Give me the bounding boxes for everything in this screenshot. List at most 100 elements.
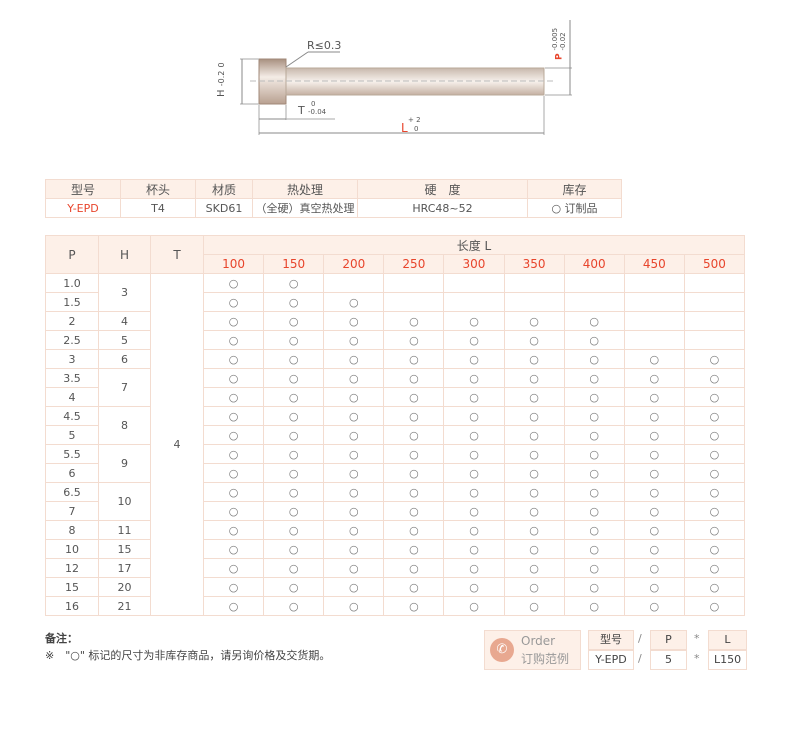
availability-mark: ○ <box>323 349 385 369</box>
availability-mark: ○ <box>323 311 385 331</box>
availability-mark: ○ <box>623 444 685 464</box>
header-p: P <box>45 235 99 274</box>
cell-h: 21 <box>98 596 151 616</box>
radius-label: R≤0.3 <box>307 39 342 52</box>
availability-mark: ○ <box>503 368 565 388</box>
availability-mark: ○ <box>263 596 325 616</box>
availability-mark: ○ <box>323 292 385 312</box>
order-value-l: L150 <box>708 650 747 670</box>
availability-mark: ○ <box>383 520 445 540</box>
availability-mark: ○ <box>623 425 685 445</box>
availability-mark: ○ <box>683 501 746 521</box>
availability-mark: ○ <box>503 349 565 369</box>
length-350: 350 <box>503 254 565 274</box>
length-300: 300 <box>443 254 505 274</box>
cell-p: 16 <box>45 596 99 616</box>
availability-mark: ○ <box>202 596 265 616</box>
availability-mark: ○ <box>683 539 746 559</box>
availability-mark: ○ <box>202 349 265 369</box>
cell-h: 9 <box>98 444 151 483</box>
cell-h: 11 <box>98 520 151 540</box>
availability-mark: ○ <box>683 368 746 388</box>
t-tolerance-upper: 0 <box>311 100 316 108</box>
l-tolerance-lower: 0 <box>414 125 419 133</box>
availability-mark: ○ <box>563 463 625 483</box>
notes-title: 备注： <box>45 632 78 645</box>
availability-mark: ○ <box>263 577 325 597</box>
cell-t: 4 <box>150 273 204 616</box>
availability-mark: ○ <box>202 425 265 445</box>
availability-mark: ○ <box>383 463 445 483</box>
availability-mark: ○ <box>683 482 746 502</box>
spec-model: Y-EPD <box>45 198 121 218</box>
availability-mark: ○ <box>323 406 385 426</box>
spec-stock: ○ 订制品 <box>527 198 622 218</box>
availability-mark: ○ <box>383 330 445 350</box>
availability-mark: ○ <box>383 349 445 369</box>
empty-cell <box>563 273 625 293</box>
availability-mark: ○ <box>503 558 565 578</box>
empty-cell <box>563 292 625 312</box>
availability-mark: ○ <box>443 406 505 426</box>
empty-cell <box>503 273 565 293</box>
availability-mark: ○ <box>202 311 265 331</box>
availability-mark: ○ <box>503 444 565 464</box>
availability-mark: ○ <box>503 539 565 559</box>
order-header-p: P <box>650 630 687 650</box>
h-dimension: H -0.2 0 <box>216 62 227 97</box>
availability-mark: ○ <box>563 520 625 540</box>
availability-mark: ○ <box>263 425 325 445</box>
t-label: T <box>298 104 305 117</box>
l-label: L <box>401 121 408 135</box>
availability-mark: ○ <box>323 501 385 521</box>
availability-mark: ○ <box>383 539 445 559</box>
length-250: 250 <box>383 254 445 274</box>
availability-mark: ○ <box>323 558 385 578</box>
availability-mark: ○ <box>563 596 625 616</box>
availability-mark: ○ <box>202 501 265 521</box>
cell-p: 8 <box>45 520 99 540</box>
availability-mark: ○ <box>323 444 385 464</box>
availability-mark: ○ <box>563 349 625 369</box>
spec-head: T4 <box>120 198 196 218</box>
availability-mark: ○ <box>202 444 265 464</box>
availability-mark: ○ <box>323 330 385 350</box>
availability-mark: ○ <box>563 444 625 464</box>
cell-h: 7 <box>98 368 151 407</box>
availability-mark: ○ <box>443 539 505 559</box>
availability-mark: ○ <box>623 596 685 616</box>
availability-mark: ○ <box>323 596 385 616</box>
availability-mark: ○ <box>202 558 265 578</box>
order-header-model: 型号 <box>588 630 634 650</box>
cell-p: 6.5 <box>45 482 99 502</box>
order-separator: * <box>694 632 700 645</box>
availability-mark: ○ <box>383 596 445 616</box>
header-length: 长度 L <box>203 235 745 255</box>
order-header-l: L <box>708 630 747 650</box>
cell-p: 4 <box>45 387 99 407</box>
availability-mark: ○ <box>383 425 445 445</box>
spec-header-row: 型号 杯头 材质 热处理 硬 度 库存 <box>45 179 622 199</box>
cell-h: 20 <box>98 577 151 597</box>
availability-mark: ○ <box>202 292 265 312</box>
availability-mark: ○ <box>383 558 445 578</box>
cell-p: 5 <box>45 425 99 445</box>
availability-mark: ○ <box>443 577 505 597</box>
notes-text: ※ "○" 标记的尺寸为非库存商品，请另询价格及交货期。 <box>45 649 331 662</box>
order-separator: * <box>694 652 700 665</box>
availability-mark: ○ <box>443 444 505 464</box>
p-dimension: P -0.005-0.02 <box>551 28 567 60</box>
availability-mark: ○ <box>383 406 445 426</box>
availability-mark: ○ <box>683 387 746 407</box>
availability-mark: ○ <box>503 463 565 483</box>
cell-p: 4.5 <box>45 406 99 426</box>
cell-p: 3.5 <box>45 368 99 388</box>
availability-mark: ○ <box>202 577 265 597</box>
availability-mark: ○ <box>383 368 445 388</box>
availability-mark: ○ <box>443 558 505 578</box>
